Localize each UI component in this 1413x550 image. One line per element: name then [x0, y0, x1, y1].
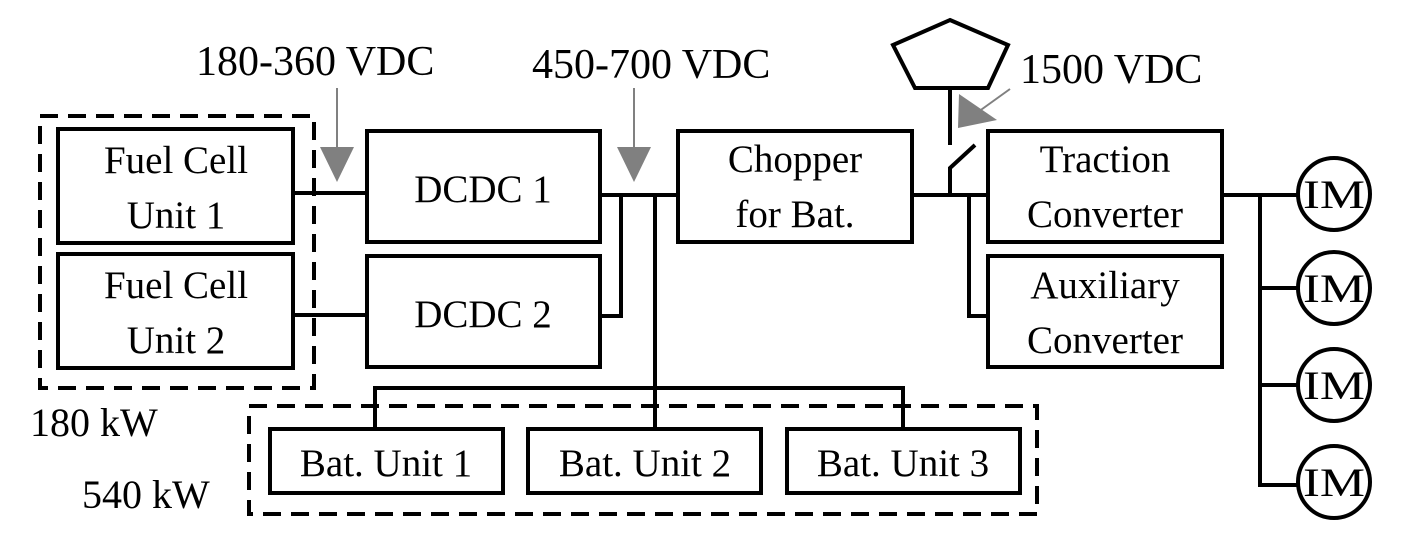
wire-hv-aux: [967, 195, 988, 318]
pantograph-icon: [890, 17, 1011, 90]
motor-3-label: IM: [1303, 363, 1365, 408]
arrow-dc-link-icon: [617, 147, 651, 182]
motor-icon: [1296, 347, 1372, 423]
wire-battery-distribution: [373, 386, 905, 430]
fc-bus-voltage-label: 180-360 VDC: [196, 39, 434, 85]
dcdc-1-label: DCDC 1: [414, 168, 552, 211]
battery-group-outline: [247, 404, 1039, 516]
wire-dcdc2-bus: [600, 195, 623, 318]
battery-group-power-label: 540 kW: [82, 472, 210, 517]
auxiliary-converter-label-2: Converter: [1027, 319, 1183, 362]
fuel-cell-unit-1-label-1: Fuel Cell: [104, 139, 248, 182]
battery-unit-2-label: Bat. Unit 2: [559, 442, 731, 485]
fuel-cell-unit-1-label-2: Unit 1: [127, 194, 226, 237]
arrow-catenary-line: [977, 88, 1011, 113]
motor-bus: [1258, 195, 1298, 487]
chopper-label-2: for Bat.: [735, 193, 854, 236]
dcdc-2: DCDC 2: [365, 254, 602, 369]
battery-unit-3: Bat. Unit 3: [785, 427, 1022, 495]
fuel-cell-group-outline: [38, 114, 316, 390]
battery-unit-1-label: Bat. Unit 1: [300, 442, 472, 485]
battery-unit-1: Bat. Unit 1: [268, 427, 505, 495]
induction-motor-2: IM: [1296, 250, 1372, 326]
fuel-cell-group-power-label: 180 kW: [30, 400, 158, 445]
battery-unit-2: Bat. Unit 2: [526, 427, 763, 495]
induction-motor-3: IM: [1296, 347, 1372, 423]
auxiliary-converter: Auxiliary Converter: [986, 254, 1224, 369]
chopper-for-battery: Chopper for Bat.: [676, 129, 914, 244]
fuel-cell-unit-2-label-2: Unit 2: [127, 319, 226, 362]
induction-motor-4: IM: [1296, 444, 1372, 520]
arrow-fc-bus-icon: [320, 147, 354, 182]
induction-motor-1: IM: [1296, 156, 1372, 232]
main-switch-icon: [948, 143, 977, 195]
fuel-cell-unit-2-label-1: Fuel Cell: [104, 264, 248, 307]
traction-converter-label-2: Converter: [1027, 193, 1183, 236]
dcdc-2-label: DCDC 2: [414, 293, 552, 336]
motor-icon: [1296, 444, 1372, 520]
auxiliary-converter-label-1: Auxiliary: [1030, 264, 1180, 307]
motor-icon: [1296, 250, 1372, 326]
battery-unit-3-label: Bat. Unit 3: [817, 442, 989, 485]
traction-converter: Traction Converter: [986, 129, 1224, 244]
dc-link-voltage-label: 450-700 VDC: [532, 42, 770, 88]
motor-2-label: IM: [1303, 266, 1365, 311]
motor-1-label: IM: [1303, 172, 1365, 217]
traction-converter-label-1: Traction: [1040, 138, 1171, 181]
fuel-cell-unit-2: Fuel Cell Unit 2: [56, 252, 295, 370]
catenary-voltage-label: 1500 VDC: [1020, 47, 1202, 93]
fuel-cell-unit-1: Fuel Cell Unit 1: [56, 127, 295, 245]
arrow-catenary-icon: [958, 94, 997, 128]
dcdc-1: DCDC 1: [365, 129, 602, 244]
motor-4-label: IM: [1303, 460, 1365, 505]
chopper-label-1: Chopper: [728, 138, 862, 181]
motor-icon: [1296, 156, 1372, 232]
